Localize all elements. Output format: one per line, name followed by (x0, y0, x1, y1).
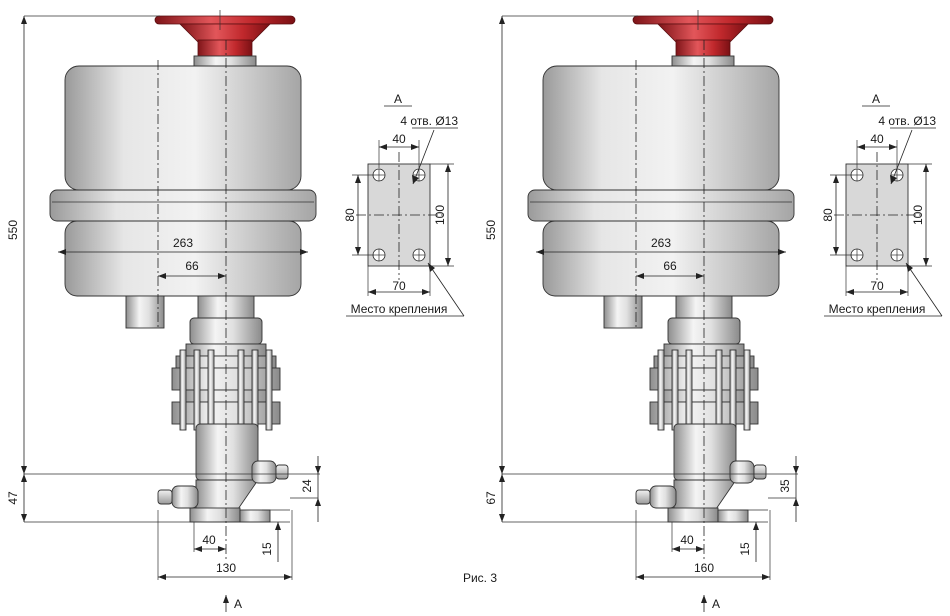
mounting-detail-1: А 4 отв. Ø13 40 70 80 100 Место креплени… (343, 92, 465, 317)
dim-housing-width-2: 263 (651, 236, 671, 250)
dim-base-width-2: 160 (694, 561, 714, 575)
dim-base-width-1: 130 (216, 561, 236, 575)
dim-port-height-2: 35 (778, 479, 792, 493)
dim-height-1: 550 (6, 220, 20, 240)
valve-view-2: 550 263 66 67 35 15 40 160 А (484, 9, 800, 613)
detail-left-height-2: 80 (821, 208, 835, 222)
detail-right-height-1: 100 (433, 205, 447, 225)
dim-flange-height-2: 15 (738, 542, 752, 556)
detail-holes-2: 4 отв. Ø13 (878, 114, 936, 128)
valve-1-artwork (20, 9, 322, 613)
detail-mount-label-2: Место крепления (829, 302, 926, 316)
detail-view-letter-2: А (872, 92, 880, 106)
dim-lower-height-2: 67 (484, 491, 498, 505)
detail-bottom-width-1: 70 (392, 279, 406, 293)
detail-holes-1: 4 отв. Ø13 (400, 114, 458, 128)
detail-left-height-1: 80 (343, 208, 357, 222)
valve-2-artwork (498, 9, 800, 613)
detail-right-height-2: 100 (911, 205, 925, 225)
dim-axis-offset-1: 66 (185, 259, 199, 273)
detail-top-width-1: 40 (392, 132, 406, 146)
dim-housing-width-1: 263 (173, 236, 193, 250)
detail-bottom-width-2: 70 (870, 279, 884, 293)
dim-port-offset-1: 40 (202, 533, 216, 547)
dim-flange-height-1: 15 (260, 542, 274, 556)
valve-view-1: 550 263 66 47 24 15 40 130 А (6, 9, 322, 613)
dim-lower-height-1: 47 (6, 491, 20, 505)
mounting-detail-2: А 4 отв. Ø13 40 70 80 100 Место креплени… (821, 92, 943, 317)
figure-caption: Рис. 3 (463, 571, 497, 585)
detail-top-width-2: 40 (870, 132, 884, 146)
dim-port-offset-2: 40 (680, 533, 694, 547)
view-arrow-label-2: А (712, 597, 720, 611)
dim-port-height-1: 24 (300, 479, 314, 493)
view-arrow-label-1: А (234, 597, 242, 611)
dim-height-2: 550 (484, 220, 498, 240)
dim-axis-offset-2: 66 (663, 259, 677, 273)
detail-view-letter-1: А (394, 92, 402, 106)
detail-mount-label-1: Место крепления (351, 302, 448, 316)
